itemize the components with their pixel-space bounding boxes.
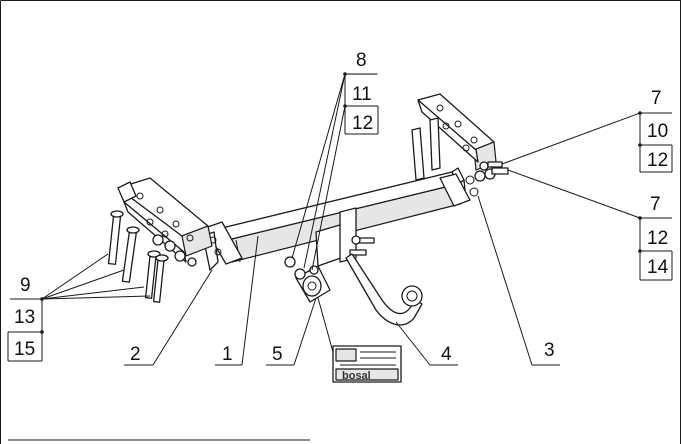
part-label-2: 2	[130, 344, 141, 365]
left-group-label-2: 13	[14, 307, 35, 328]
fastener-group-top: 8 11 12	[291, 50, 379, 271]
left-group-label-1: 9	[20, 275, 31, 296]
top-group-label-1: 8	[356, 50, 367, 71]
tow-ball-neck	[345, 253, 423, 326]
label-group-4: 4	[395, 321, 458, 366]
part-label-5: 5	[272, 344, 283, 365]
top-group-label-3: 12	[352, 113, 373, 134]
label-group-2: 2	[124, 269, 213, 366]
right-lower-label-1: 7	[650, 194, 661, 215]
label-group-5: 5	[266, 297, 334, 366]
fastener-group-left: 9 13 15	[7, 253, 151, 362]
fastener-group-right-lower: 7 12 14	[507, 169, 673, 281]
right-end-plate	[439, 173, 471, 207]
label-group-1: 1	[215, 235, 259, 366]
right-lower-label-3: 14	[647, 257, 669, 278]
fastener-group-right-upper: 7 10 12	[501, 88, 673, 173]
label-group-3: 3	[477, 195, 560, 366]
part-label-3: 3	[544, 340, 555, 361]
right-upper-label-2: 10	[647, 121, 668, 142]
id-plate: bosal	[332, 345, 402, 383]
top-group-label-2: 11	[352, 84, 372, 105]
left-group-label-3: 15	[14, 339, 35, 360]
right-lower-label-2: 12	[647, 228, 668, 249]
right-upper-label-1: 7	[651, 88, 662, 109]
part-label-1: 1	[222, 344, 233, 365]
right-upper-label-3: 12	[647, 150, 668, 171]
left-bolts	[107, 210, 197, 303]
right-bolts	[474, 161, 509, 182]
ball-mount-bracket	[284, 207, 375, 303]
part-label-4: 4	[441, 344, 452, 365]
plate-brand-text: bosal	[342, 370, 371, 382]
